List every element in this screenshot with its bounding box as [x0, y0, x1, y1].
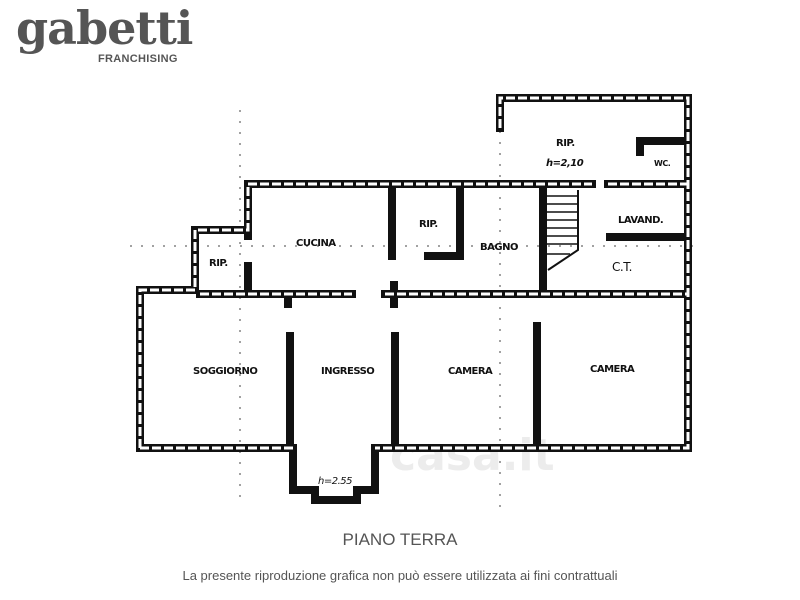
room-label-rip-top-height: h=2,10	[546, 158, 584, 169]
floor-title: PIANO TERRA	[342, 530, 458, 549]
entry-height-label: h=2.55	[318, 476, 352, 487]
disclaimer: La presente riproduzione grafica non può…	[182, 568, 618, 583]
gabetti-logo: gabetti FRANCHISING	[16, 5, 193, 70]
watermark: casa.it	[390, 430, 554, 481]
room-label-ingresso: INGRESSO	[321, 366, 374, 377]
logo-subtitle: FRANCHISING	[98, 53, 178, 65]
grid-lines	[130, 110, 700, 510]
room-label-rip-top: RIP.	[556, 138, 575, 149]
room-label-lavand: LAVAND.	[618, 215, 663, 226]
room-label-rip-left: RIP.	[209, 258, 228, 269]
room-label-ct: C.T.	[612, 260, 632, 274]
logo-wordmark: gabetti	[16, 1, 193, 55]
staircase	[546, 190, 579, 271]
floor-plan: casa.it RIP. CUCINA RIP. BAGNO RIP. h=2,…	[130, 94, 700, 510]
room-label-bagno: BAGNO	[480, 242, 518, 253]
wall-fill	[138, 96, 690, 450]
room-label-soggiorno: SOGGIORNO	[193, 366, 257, 377]
room-label-camera-2: CAMERA	[590, 364, 635, 375]
room-label-wc: WC.	[654, 159, 671, 168]
room-label-camera-1: CAMERA	[448, 366, 493, 377]
room-label-cucina: CUCINA	[296, 238, 336, 249]
room-label-rip-mid: RIP.	[419, 219, 438, 230]
